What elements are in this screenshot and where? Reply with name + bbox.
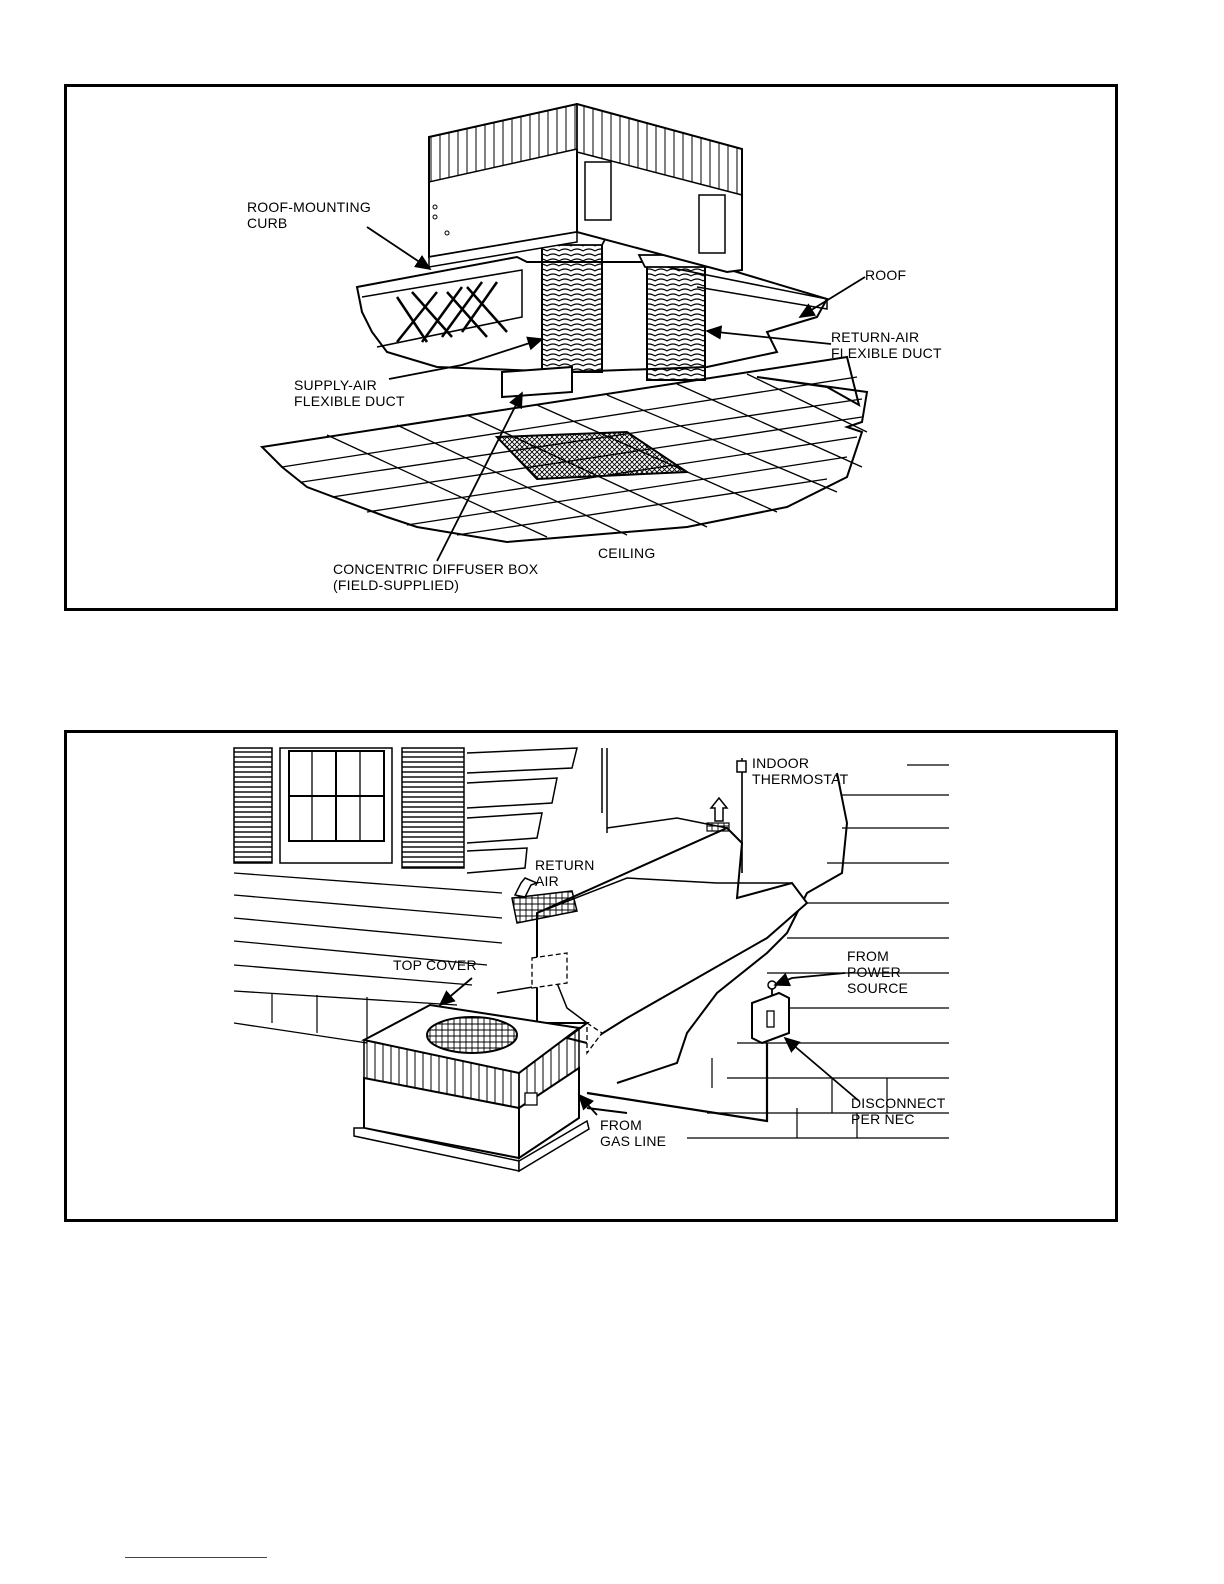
rooftop-installation-figure: ROOF-MOUNTING CURB ROOF RETURN-AIR FLEXI…: [64, 84, 1118, 611]
label-ceiling: CEILING: [598, 545, 655, 561]
label-indoor-thermostat: INDOOR THERMOSTAT: [752, 755, 848, 787]
label-supply-air-duct: SUPPLY-AIR FLEXIBLE DUCT: [294, 377, 405, 409]
rooftop-installation-drawing: [67, 87, 1115, 608]
diffuser-box: [502, 367, 572, 397]
ground-level-installation-figure: INDOOR THERMOSTAT RETURN AIR FROM POWER …: [64, 730, 1118, 1222]
label-return-air-duct: RETURN-AIR FLEXIBLE DUCT: [831, 329, 942, 361]
supply-arrow-icon: [711, 798, 727, 821]
ground-level-installation-drawing: [67, 733, 1115, 1219]
label-return-air: RETURN AIR: [535, 857, 595, 889]
disconnect-box: [752, 981, 789, 1043]
supply-air-duct: [542, 237, 602, 372]
label-roof-mounting-curb: ROOF-MOUNTING CURB: [247, 199, 371, 231]
label-top-cover: TOP COVER: [393, 957, 477, 973]
return-air-duct: [647, 262, 705, 380]
label-roof: ROOF: [865, 267, 906, 283]
label-from-gas-line: FROM GAS LINE: [600, 1117, 666, 1149]
label-from-power-source: FROM POWER SOURCE: [847, 948, 908, 996]
return-arrow-icon: [515, 878, 537, 897]
label-disconnect-per-nec: DISCONNECT PER NEC: [851, 1095, 946, 1127]
packaged-unit: [354, 1005, 589, 1171]
label-concentric-diffuser-box: CONCENTRIC DIFFUSER BOX (FIELD-SUPPLIED): [333, 561, 538, 593]
thermostat-icon: [737, 761, 746, 772]
footer-rule: [125, 1557, 267, 1558]
